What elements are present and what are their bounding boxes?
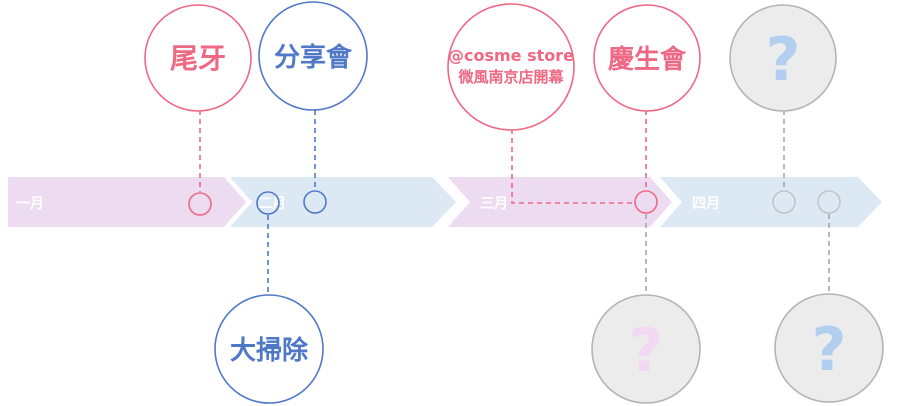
event-store-opening: @cosme store 微風南京店開幕 [447, 3, 635, 204]
month-label-apr: 四月 [692, 196, 720, 212]
timeline-marker [772, 190, 796, 214]
month-band [8, 177, 882, 227]
event-bubble [729, 4, 837, 112]
month-chevron-mar [448, 177, 672, 227]
month-label-feb: 二月 [258, 196, 286, 212]
question-mark-icon: ? [766, 25, 801, 95]
event-cleanup: 大掃除 [214, 191, 324, 404]
timeline-marker [188, 192, 212, 216]
event-bubble [144, 4, 252, 112]
event-bubble [214, 294, 324, 404]
event-label: 分享會 [274, 42, 353, 73]
month-chevron-apr [660, 177, 882, 227]
event-bubble [593, 4, 701, 112]
question-mark-icon: ? [812, 315, 847, 385]
event-label: 慶生會 [608, 44, 687, 75]
event-bubble [774, 293, 884, 403]
timeline-marker [256, 191, 280, 215]
timeline-marker [817, 190, 841, 214]
month-label-mar: 三月 [480, 196, 508, 212]
event-unknown-bottom-right: ? [774, 190, 884, 403]
month-label-jan: 一月 [16, 196, 44, 212]
question-mark-icon: ? [629, 316, 664, 386]
event-bubble [258, 1, 368, 111]
month-chevron-jan [8, 177, 246, 227]
timeline-marker [634, 190, 658, 214]
month-chevron-feb [230, 177, 456, 227]
event-unknown-top: ? [729, 4, 837, 214]
timeline-marker [303, 190, 327, 214]
event-sharing-session: 分享會 [258, 1, 368, 214]
event-unknown-bottom-left: ? [591, 294, 701, 404]
event-birthday-party: 慶生會 [593, 4, 701, 214]
event-label-line1: @cosme store [448, 46, 574, 65]
connector [511, 120, 635, 204]
event-bubble [591, 294, 701, 404]
event-tail-party: 尾牙 [144, 4, 252, 216]
event-label: 尾牙 [170, 42, 226, 75]
event-bubble [447, 3, 575, 131]
event-label-line2: 微風南京店開幕 [457, 68, 564, 86]
event-label: 大掃除 [230, 335, 309, 366]
